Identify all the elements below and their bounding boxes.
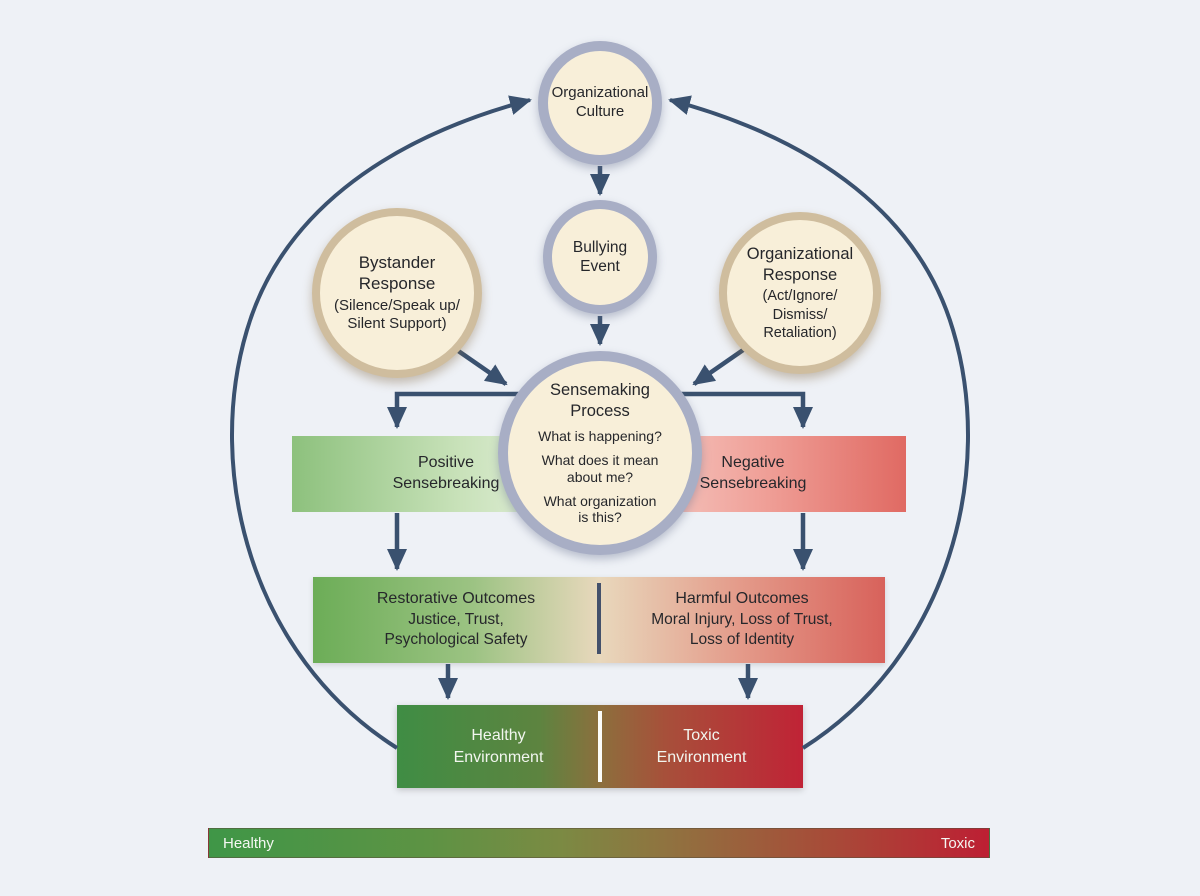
scale-healthy-label: Healthy [223, 834, 274, 852]
environment-divider [598, 711, 602, 782]
arrow-orgresponse-to-sensemaking [692, 346, 748, 386]
bullying-event-label: Bullying Event [572, 238, 628, 275]
outcomes-bar: Restorative Outcomes Justice, Trust, Psy… [313, 577, 885, 663]
healthy-toxic-scale: Healthy Toxic [208, 828, 990, 858]
negative-sensebreaking-label: Negative Sensebreaking [699, 454, 807, 492]
arrow-bystander-to-sensemaking [452, 346, 508, 386]
restorative-outcomes-cell: Restorative Outcomes Justice, Trust, Psy… [313, 577, 599, 663]
organizational-culture-label: Organizational Culture [551, 84, 649, 120]
arrow-sensemaking-to-negative [680, 391, 813, 429]
bystander-response-title: Bystander Response [358, 253, 436, 294]
toxic-environment-label: Toxic Environment [656, 726, 747, 766]
sensemaking-question-2: What does it mean about me? [541, 451, 659, 485]
sensemaking-question-1: What is happening? [538, 428, 662, 445]
organizational-response-node: Organizational Response (Act/Ignore/ Dis… [719, 212, 881, 374]
organizational-response-title: Organizational Response [746, 245, 854, 284]
sensemaking-title: Sensemaking Process [550, 380, 650, 420]
scale-toxic-label: Toxic [940, 834, 975, 852]
bystander-response-node: Bystander Response (Silence/Speak up/ Si… [312, 208, 482, 378]
toxic-environment-cell: Toxic Environment [600, 705, 803, 788]
healthy-environment-label: Healthy Environment [453, 726, 544, 766]
sensemaking-question-3: What organization is this? [543, 492, 657, 526]
feedback-arc-left [230, 95, 532, 750]
sensemaking-node: Sensemaking Process What is happening? W… [498, 351, 702, 555]
bullying-event-node: Bullying Event [543, 200, 657, 314]
bystander-response-subtitle: (Silence/Speak up/ Silent Support) [334, 296, 460, 333]
environment-bar: Healthy Environment Toxic Environment [397, 705, 803, 788]
arrow-sensemaking-to-positive [387, 391, 520, 429]
harmful-outcomes-subtitle: Moral Injury, Loss of Trust, Loss of Ide… [651, 611, 833, 649]
harmful-outcomes-title: Harmful Outcomes [675, 590, 809, 608]
healthy-environment-cell: Healthy Environment [397, 705, 600, 788]
organizational-culture-node: Organizational Culture [538, 41, 662, 165]
organizational-response-subtitle: (Act/Ignore/ Dismiss/ Retaliation) [762, 288, 838, 341]
outcomes-divider [597, 583, 601, 654]
feedback-arc-right [668, 95, 970, 750]
harmful-outcomes-cell: Harmful Outcomes Moral Injury, Loss of T… [599, 577, 885, 663]
restorative-outcomes-title: Restorative Outcomes [376, 590, 536, 608]
restorative-outcomes-subtitle: Justice, Trust, Psychological Safety [384, 611, 528, 649]
positive-sensebreaking-label: Positive Sensebreaking [392, 454, 500, 492]
